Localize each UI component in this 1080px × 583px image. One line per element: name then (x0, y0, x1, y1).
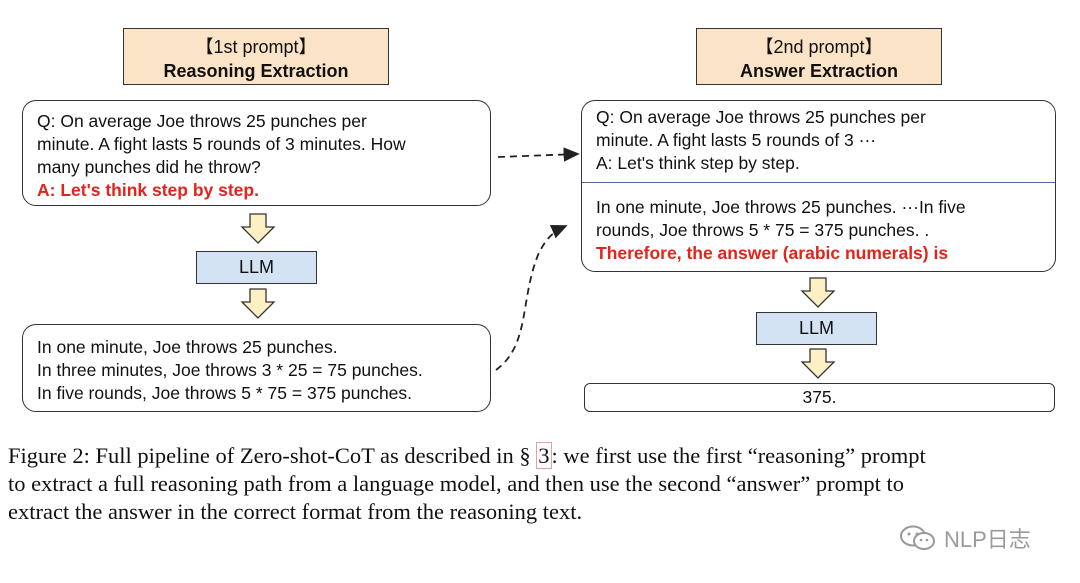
right-header: 【2nd prompt】 Answer Extraction (696, 28, 942, 85)
down-arrow-icon (800, 277, 836, 309)
right-header-line1: 【2nd prompt】 (755, 37, 883, 57)
left-header: 【1st prompt】 Reasoning Extraction (123, 28, 389, 85)
reasoning-output-line: In three minutes, Joe throws 3 * 25 = 75… (37, 360, 423, 380)
second-prompt-reasoning: In one minute, Joe throws 25 punches. ··… (582, 183, 1055, 265)
left-header-line1: 【1st prompt】 (195, 37, 317, 57)
caption-text: Figure 2: Full pipeline of Zero-shot-CoT… (8, 443, 537, 468)
second-prompt-question: Q: On average Joe throws 25 punches per … (582, 101, 1055, 182)
first-prompt-line: Q: On average Joe throws 25 punches per (37, 111, 367, 131)
reasoning-output-line: In five rounds, Joe throws 5 * 75 = 375 … (37, 383, 413, 403)
first-prompt-line: minute. A fight lasts 5 rounds of 3 minu… (37, 134, 406, 154)
second-prompt-trigger: Therefore, the answer (arabic numerals) … (596, 243, 949, 263)
watermark: NLP日志 (898, 522, 1031, 554)
wechat-icon (900, 525, 935, 550)
second-prompt-box: Q: On average Joe throws 25 punches per … (581, 100, 1056, 272)
second-prompt-reasoning-line: rounds, Joe throws 5 * 75 = 375 punches.… (596, 220, 930, 240)
second-prompt-divider (582, 182, 1055, 183)
down-arrow-icon (800, 348, 836, 380)
caption-line-3: extract the answer in the correct format… (8, 499, 583, 524)
caption-text: : we first use the first “reasoning” pro… (551, 443, 926, 468)
second-prompt-line: minute. A fight lasts 5 rounds of 3 ··· (596, 130, 877, 150)
right-header-title: Answer Extraction (739, 61, 899, 81)
figure-caption: Figure 2: Full pipeline of Zero-shot-CoT… (8, 442, 926, 526)
reasoning-output-line: In one minute, Joe throws 25 punches. (37, 337, 338, 357)
second-prompt-line: A: Let's think step by step. (596, 153, 800, 173)
connector-output-to-reasoning (495, 225, 568, 371)
caption-line-2: to extract a full reasoning path from a … (8, 471, 904, 496)
answer-box: 375. (584, 383, 1055, 412)
down-arrow-icon (240, 288, 276, 320)
left-header-title: Reasoning Extraction (163, 61, 349, 81)
left-llm-box: LLM (196, 251, 317, 284)
second-prompt-reasoning-line: In one minute, Joe throws 25 punches. ··… (596, 197, 966, 217)
section-ref-link[interactable]: 3 (536, 442, 552, 469)
second-prompt-line: Q: On average Joe throws 25 punches per (596, 107, 926, 127)
watermark-text: NLP日志 (944, 527, 1031, 552)
down-arrow-icon (240, 213, 276, 245)
caption-line-1: Figure 2: Full pipeline of Zero-shot-CoT… (8, 442, 926, 470)
first-prompt-trigger: A: Let's think step by step. (37, 180, 259, 200)
first-prompt-box: Q: On average Joe throws 25 punches per … (22, 100, 491, 206)
connector-prompt-to-prompt (497, 147, 580, 162)
right-llm-box: LLM (756, 312, 877, 345)
first-prompt-line: many punches did he throw? (37, 157, 261, 177)
reasoning-output-box: In one minute, Joe throws 25 punches. In… (22, 324, 491, 412)
